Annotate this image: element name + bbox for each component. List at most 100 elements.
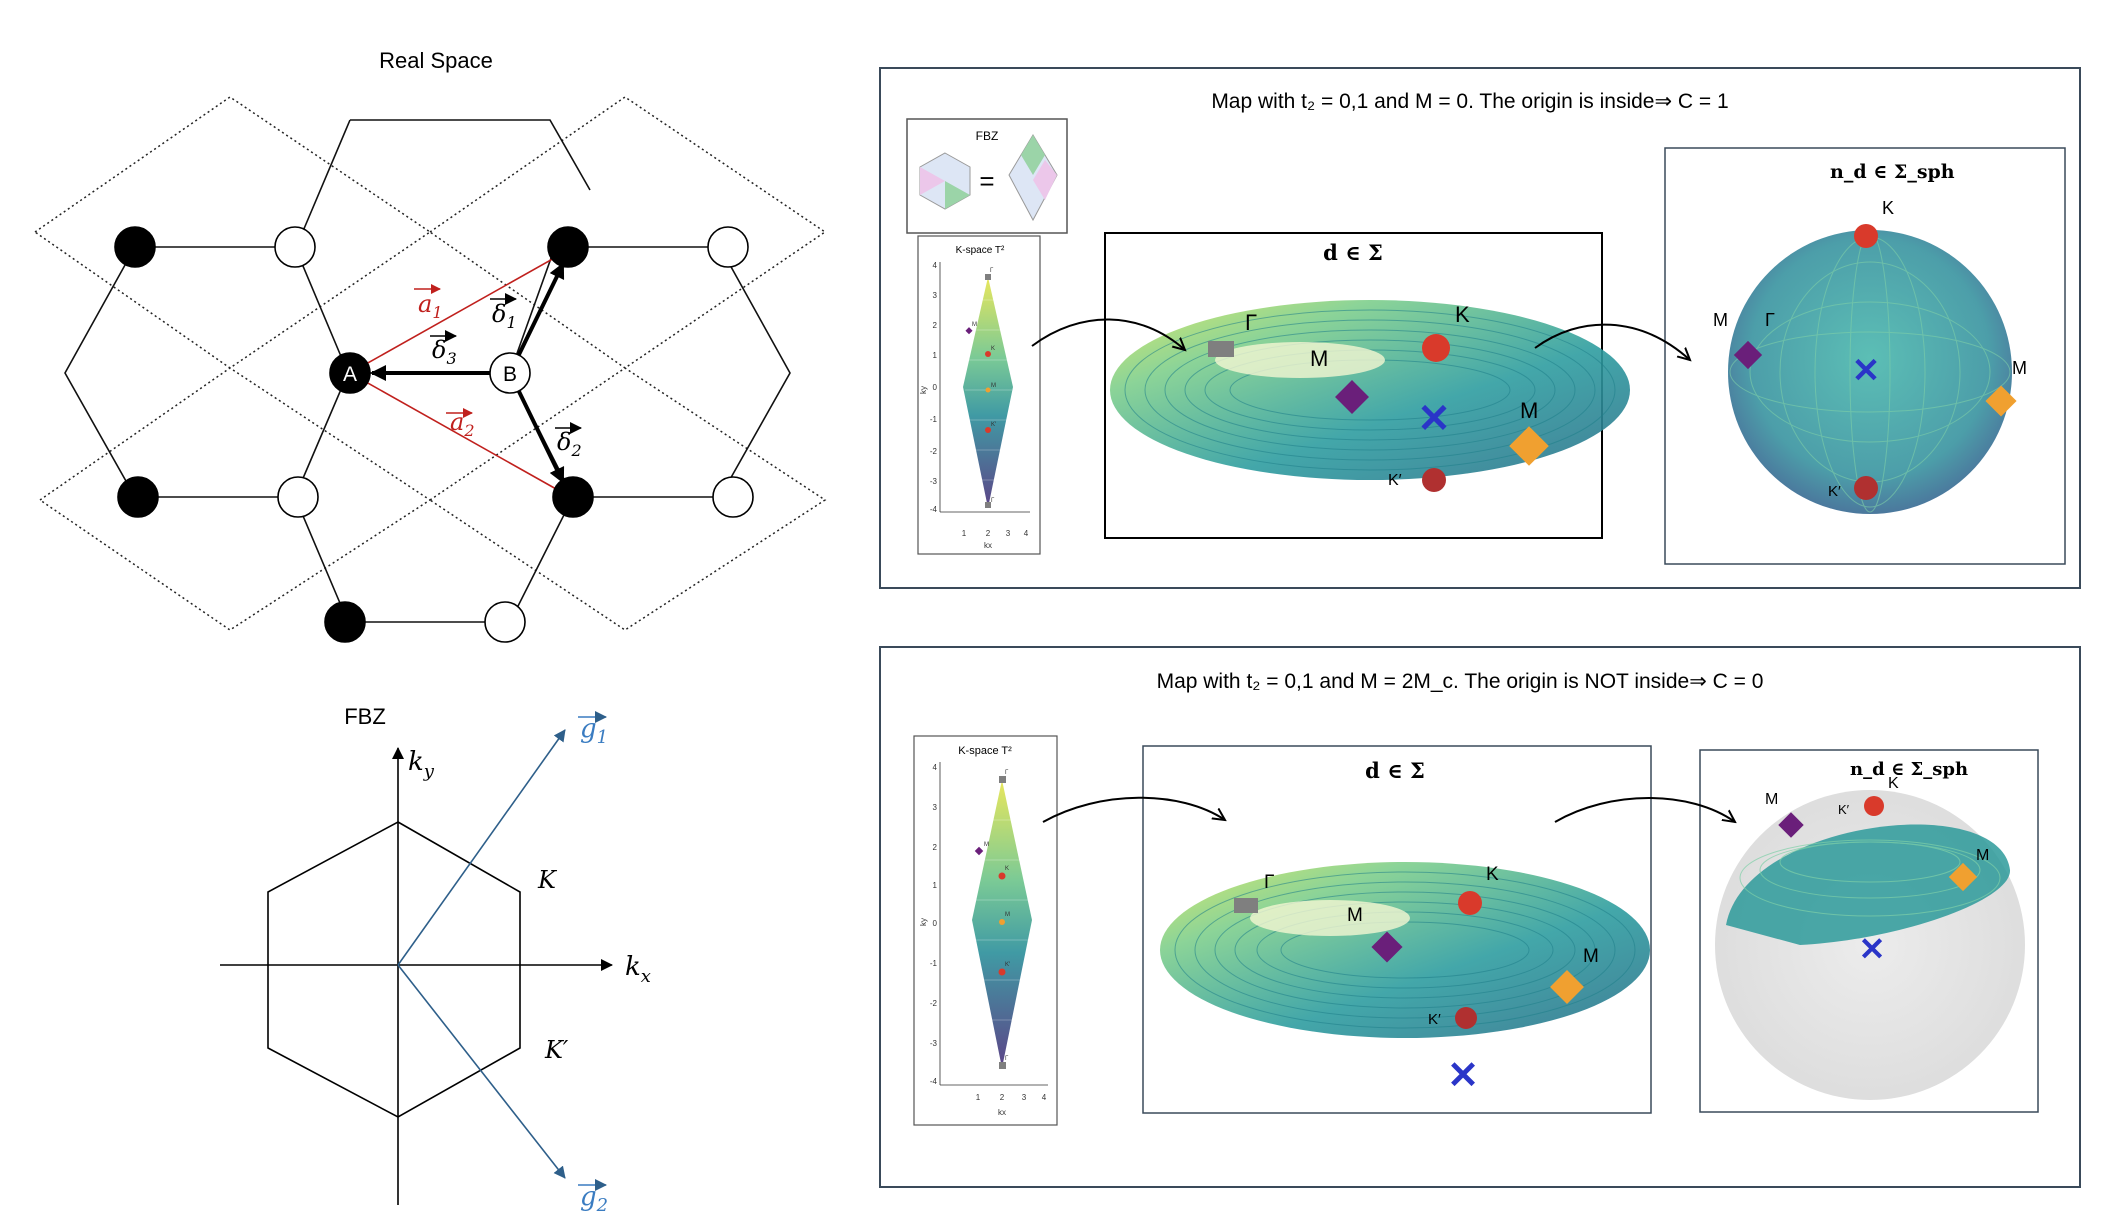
kspace-plot-top: K-space T² 4 3 2 1 0 -1 -2 -3 -4 1 2	[917, 235, 1041, 555]
g1-label: g1	[580, 714, 608, 748]
svg-text:K′: K′	[1388, 472, 1402, 489]
sphere-point-labels-bottom: K M K′ M	[1765, 775, 1989, 864]
svg-text:0: 0	[933, 919, 938, 928]
svg-text:ky: ky	[919, 918, 928, 926]
svg-text:M: M	[1976, 847, 1989, 864]
bottom-panel-caption: Map with t₂ = 0,1 and M = 2M_c. The orig…	[1157, 670, 1764, 693]
svg-text:M: M	[984, 842, 989, 848]
svg-text:2: 2	[933, 843, 938, 852]
svg-text:3: 3	[933, 291, 938, 300]
svg-text:Γ: Γ	[990, 268, 994, 274]
svg-text:-2: -2	[930, 999, 938, 1008]
svg-text:M: M	[1520, 398, 1538, 423]
atom-b-site	[712, 476, 754, 518]
torus-title: d ∈ Σ	[1323, 240, 1383, 265]
fbz-title: FBZ	[344, 704, 386, 729]
svg-text:K′: K′	[1838, 802, 1850, 817]
kx-label: kx	[625, 952, 651, 987]
sphere-point-labels-top: K M Γ M K′	[1713, 198, 2027, 500]
svg-text:-3: -3	[930, 1039, 938, 1048]
svg-text:-3: -3	[930, 477, 938, 486]
svg-text:1: 1	[933, 351, 938, 360]
svg-text:4: 4	[1024, 529, 1029, 538]
svg-text:3: 3	[1006, 529, 1011, 538]
sphere-title: n_d ∈ Σ_sph	[1850, 759, 1968, 780]
torus-point-labels-bottom: Γ K M M K′	[1264, 864, 1599, 1028]
atom-a-site	[117, 476, 159, 518]
svg-text:-4: -4	[930, 1077, 938, 1086]
svg-text:2: 2	[1000, 1093, 1005, 1102]
svg-text:K′: K′	[1005, 962, 1011, 968]
fbz-thumbnail: FBZ =	[906, 118, 1068, 234]
svg-text:-1: -1	[930, 959, 938, 968]
map-arrow	[1554, 797, 1735, 822]
sphere-title: n_d ∈ Σ_sph	[1830, 161, 1955, 183]
k-point-label: K	[537, 866, 558, 894]
a2-vector	[349, 372, 566, 495]
g2-vector	[397, 964, 566, 1179]
svg-text:M: M	[1583, 946, 1599, 967]
svg-text:M: M	[1310, 346, 1328, 371]
lattice-vectors	[349, 251, 566, 495]
svg-text:K′: K′	[1428, 1011, 1441, 1028]
atom-a-label: A	[343, 363, 357, 386]
fbz-thumbnail-title: FBZ	[976, 129, 999, 143]
svg-text:Γ: Γ	[991, 498, 995, 504]
origin-cross: ✕	[1852, 352, 1881, 390]
svg-text:K: K	[991, 346, 995, 352]
svg-text:3: 3	[1022, 1093, 1027, 1102]
real-space-title: Real Space	[379, 48, 493, 73]
atom-b-site	[277, 476, 319, 518]
delta1-label: δ1	[492, 300, 517, 332]
svg-text:2: 2	[933, 321, 938, 330]
kspace-title: K-space T²	[958, 745, 1012, 757]
unit-cell-grid	[33, 96, 827, 631]
torus-surface-bottom: ✕	[1160, 862, 1650, 1097]
atom-a-site	[324, 601, 366, 643]
map-arrow	[1031, 318, 1185, 350]
svg-text:-2: -2	[930, 447, 938, 456]
g1-vector	[397, 729, 566, 966]
origin-cross: ✕	[1417, 397, 1451, 441]
svg-text:Γ: Γ	[1005, 1056, 1009, 1062]
svg-text:1: 1	[976, 1093, 981, 1102]
atom-b-site	[707, 226, 749, 268]
brillouin-zone-hexagon	[267, 821, 521, 1118]
svg-text:4: 4	[933, 261, 938, 270]
torus-surface-top: ✕	[1110, 300, 1630, 492]
svg-text:M: M	[2012, 358, 2027, 378]
g2-label: g2	[580, 1182, 608, 1216]
svg-text:3: 3	[933, 803, 938, 812]
svg-text:M: M	[1765, 791, 1778, 808]
svg-text:K′: K′	[991, 422, 997, 428]
delta2-label: δ2	[557, 428, 582, 460]
atom-b-label: B	[503, 363, 517, 386]
reciprocal-vectors	[397, 729, 566, 1179]
kspace-xticks: 1 2 3 4	[962, 529, 1029, 538]
svg-text:-1: -1	[930, 415, 938, 424]
origin-cross: ✕	[1859, 931, 1886, 967]
kspace-xticks: 1 2 3 4	[976, 1093, 1047, 1102]
svg-text:Γ: Γ	[1765, 310, 1775, 330]
a1-label: a1	[418, 290, 443, 322]
svg-text:M: M	[1005, 912, 1010, 918]
svg-text:K: K	[1888, 775, 1899, 792]
equals-sign: =	[979, 166, 994, 196]
atom-a-site	[329, 352, 371, 394]
bond-vectors	[370, 262, 565, 484]
torus-point-labels-top: Γ K M M K′	[1245, 302, 1538, 489]
svg-text:kx: kx	[998, 1108, 1006, 1117]
svg-text:K: K	[1005, 866, 1009, 872]
sphere-surface-top: ✕	[1728, 224, 2017, 514]
svg-text:1: 1	[933, 881, 938, 890]
atom-b-site	[484, 601, 526, 643]
map-arrow	[1042, 796, 1225, 823]
svg-text:M: M	[991, 383, 996, 389]
delta3-label: δ3	[432, 336, 457, 368]
vector-labels: a1 a2 δ1 δ2 δ3	[414, 284, 582, 460]
atom-a-site	[547, 226, 589, 268]
bottom-panel-frame	[879, 646, 2081, 1188]
sphere-surface-bottom: ✕	[1715, 790, 2025, 1100]
svg-text:K: K	[1455, 302, 1470, 327]
